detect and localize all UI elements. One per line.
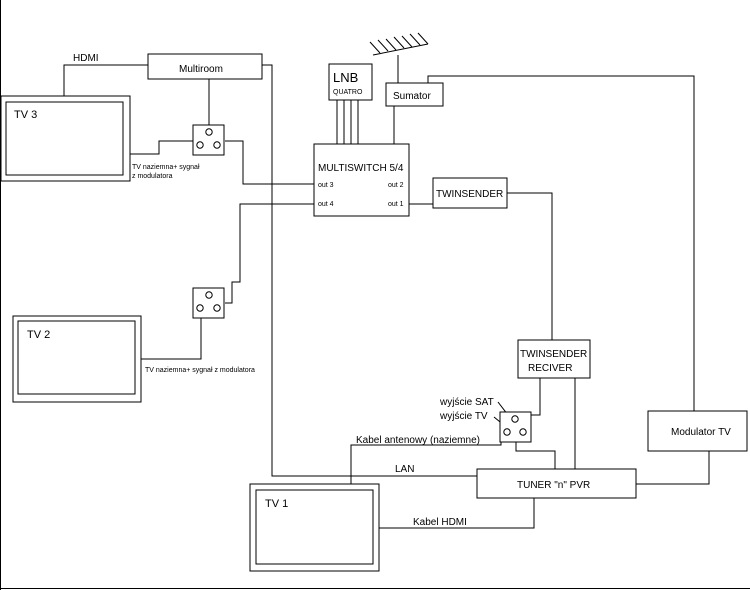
multiswitch-box (313, 143, 410, 217)
multiswitch-out1: out 1 (388, 201, 404, 208)
wire-multiroom-lan-tuner (262, 64, 477, 477)
kabel-hdmi-label: Kabel HDMI (413, 517, 467, 528)
wall-socket-tv3 (192, 124, 225, 156)
wyjscie-tv-label: wyjście TV (439, 411, 488, 422)
wire-hdmi-tv3-multiroom (63, 64, 148, 97)
tv1-label: TV 1 (265, 498, 288, 510)
wire-socket1-out3 (225, 140, 314, 185)
tv2-label: TV 2 (27, 329, 50, 341)
multiswitch-out2: out 2 (388, 182, 404, 189)
wire-twinsender-receiver (507, 192, 553, 340)
tuner-label: TUNER "n" PVR (517, 480, 590, 491)
tv3-screen (5, 101, 124, 176)
lnb-sub-label: QUATRO (333, 89, 363, 96)
antenna-icon (369, 32, 429, 56)
wire-tuner-modulator (636, 451, 710, 485)
hdmi-top-label: HDMI (73, 53, 99, 64)
multiroom-box (147, 53, 263, 80)
multiswitch-out4: out 4 (318, 201, 334, 208)
wire-socket2-tv2 (141, 318, 202, 360)
wire-socket3-tuner (515, 442, 556, 469)
wires (63, 55, 710, 529)
wall-socket-tv1 (499, 411, 532, 443)
multiroom-label: Multiroom (179, 64, 223, 75)
sumator-box (385, 82, 444, 107)
wyjscie-sat-label: wyjście SAT (439, 397, 494, 408)
twinsender-box (432, 177, 508, 209)
lnb-label: LNB (333, 70, 358, 85)
tv1: TV 1 (249, 483, 380, 572)
multiswitch-out3: out 3 (318, 182, 334, 189)
wire-hdmi-tuner-tv1 (379, 498, 535, 529)
tv3-note-line1: TV naziemna+ sygnał (132, 164, 200, 171)
tv2: TV 2 (12, 315, 142, 403)
tv2-note: TV naziemna+ sygnał z modulatora (145, 367, 255, 374)
tv2-screen (17, 320, 136, 395)
tv3-note-line2: z modulatora (132, 173, 173, 180)
modulator-label: Modulator TV (671, 427, 731, 438)
modulator-box (647, 410, 748, 452)
tv3-label: TV 3 (14, 109, 37, 121)
multiswitch-label: MULTISWITCH 5/4 (318, 163, 404, 174)
wire-socket1-tv3 (130, 140, 193, 155)
twinsender-label: TWINSENDER (436, 189, 503, 200)
wire-sumator-modulator (427, 75, 695, 411)
wall-socket-tv2 (192, 287, 225, 319)
tuner-box (476, 468, 637, 499)
lan-label: LAN (395, 464, 414, 475)
tv3: TV 3 (0, 95, 131, 182)
wire-receiver-socket3 (531, 378, 541, 416)
sumator-label: Sumator (393, 91, 431, 102)
lnb-box (328, 63, 373, 101)
tv1-screen (255, 489, 374, 565)
twinsender-receiver-label1: TWINSENDER (520, 349, 587, 360)
kabel-antenowy-label: Kabel antenowy (naziemne) (356, 435, 480, 446)
twinsender-receiver-label2: RECIVER (528, 363, 572, 374)
wire-out4-socket2 (225, 203, 314, 304)
twinsender-receiver-box (517, 339, 591, 379)
